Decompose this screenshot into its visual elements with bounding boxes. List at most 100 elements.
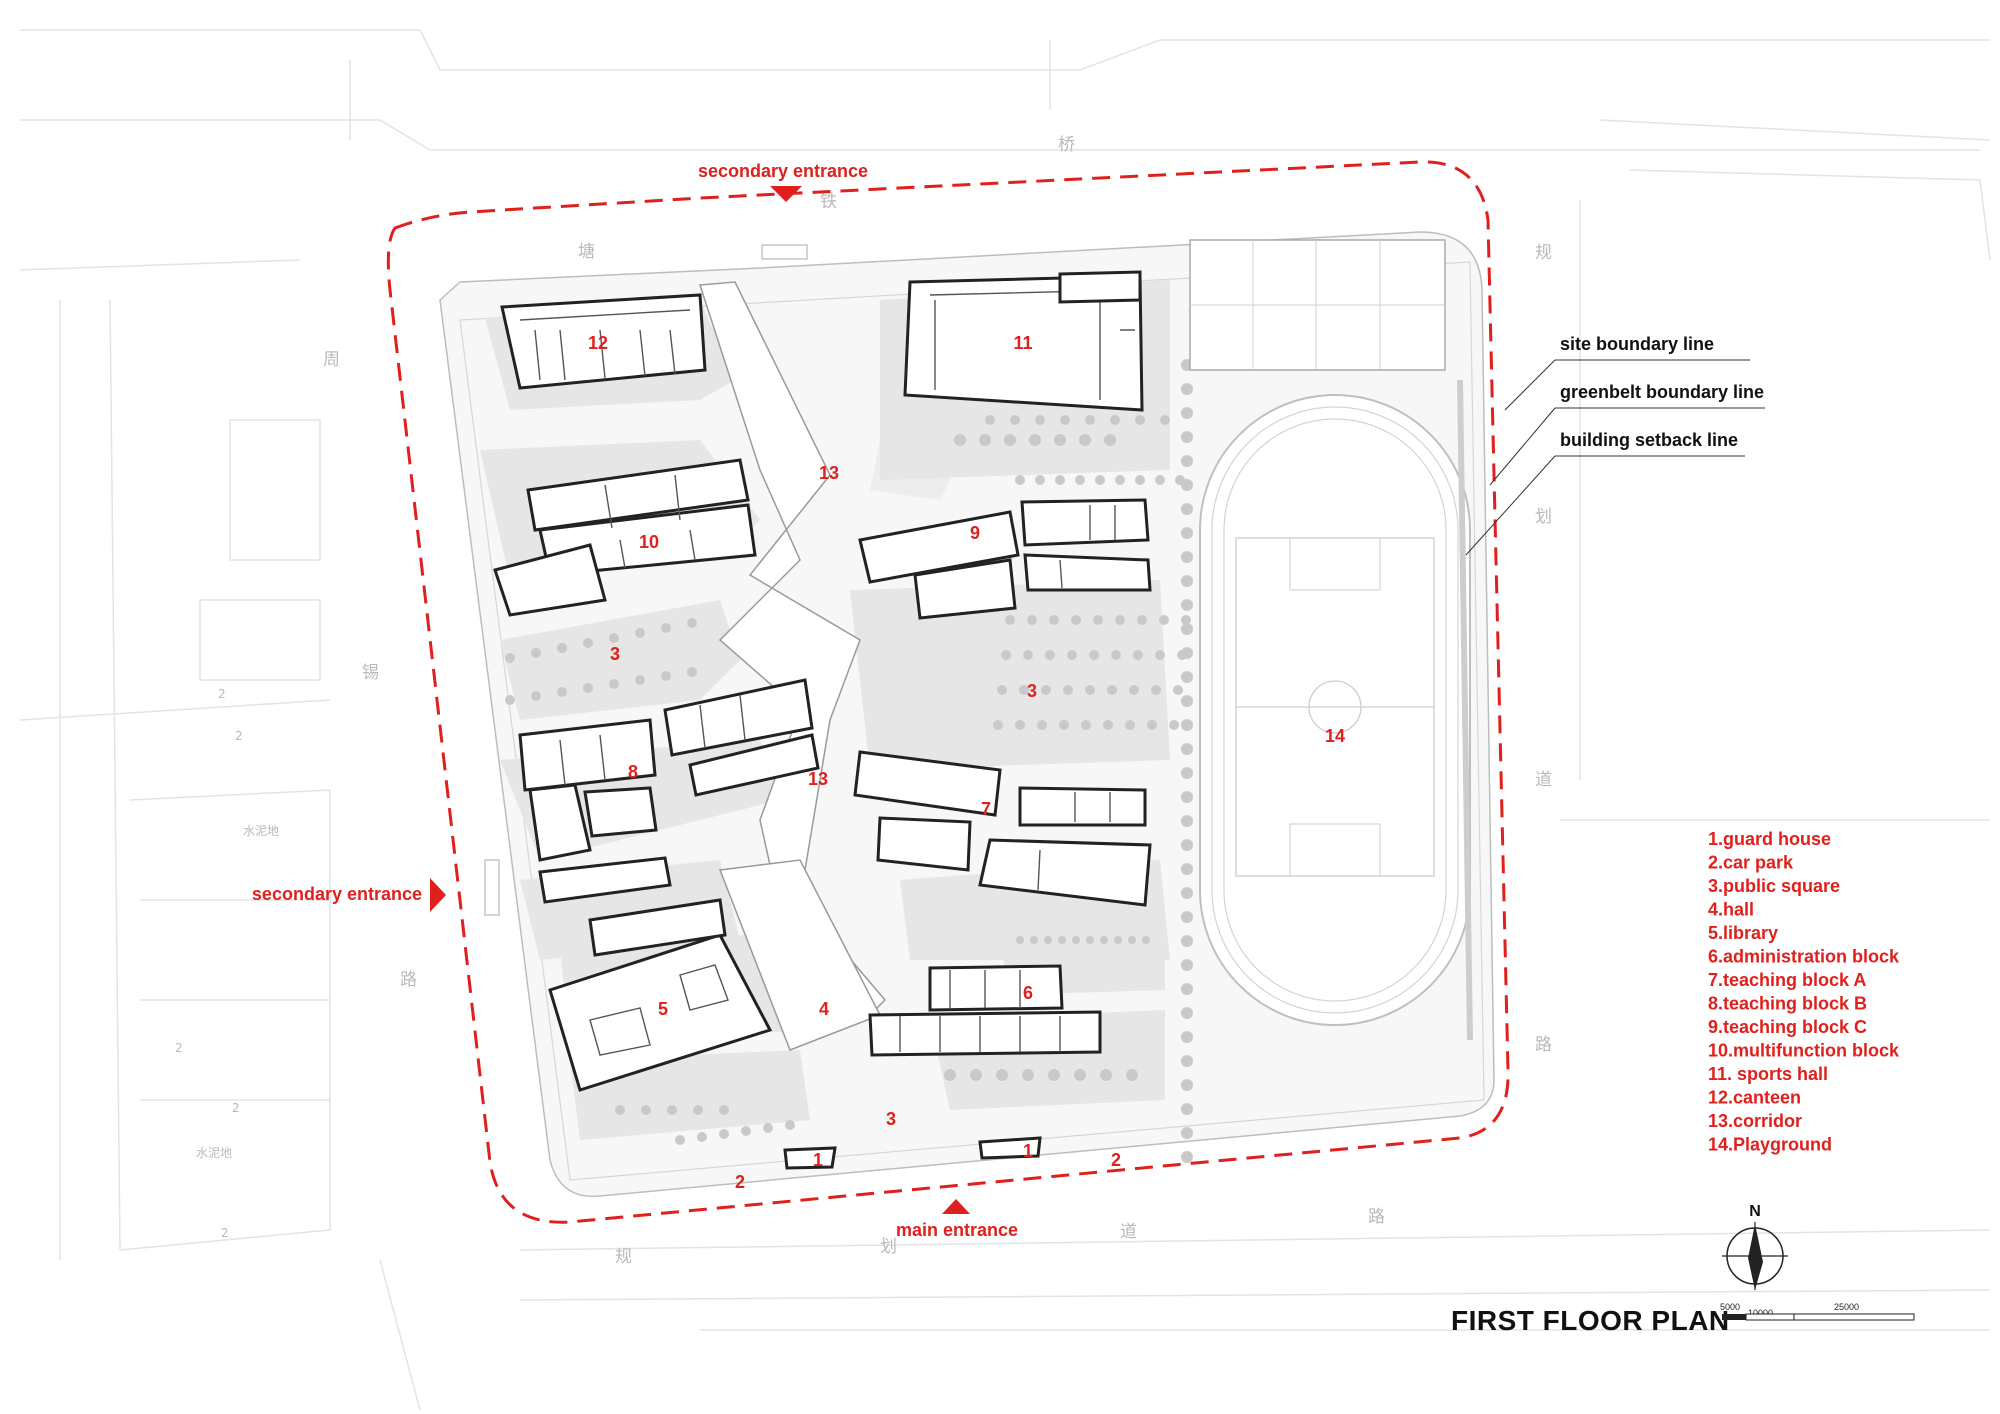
tree-dot xyxy=(609,633,619,643)
scale-bar: 5000 10000 25000 xyxy=(1720,1302,1915,1321)
tree-dot xyxy=(1181,1055,1193,1067)
tree-dot xyxy=(993,720,1003,730)
building-10-multifunction xyxy=(493,458,757,617)
svg-text:25000: 25000 xyxy=(1834,1302,1859,1312)
tree-dot xyxy=(1074,1069,1086,1081)
tree-dot xyxy=(1181,791,1193,803)
tree-dot xyxy=(1128,936,1136,944)
tree-dot xyxy=(1063,685,1073,695)
svg-text:划: 划 xyxy=(1535,507,1552,527)
tree-dot xyxy=(1085,685,1095,695)
tree-dot xyxy=(1181,503,1193,515)
svg-text:规: 规 xyxy=(1535,243,1552,263)
svg-text:2: 2 xyxy=(235,729,243,743)
svg-text:铁: 铁 xyxy=(820,192,837,212)
tree-dot xyxy=(1147,720,1157,730)
number-9: 9 xyxy=(970,523,980,543)
tree-dot xyxy=(1181,671,1193,683)
tree-dot xyxy=(1181,527,1193,539)
tree-dot xyxy=(1126,1069,1138,1081)
svg-text:路: 路 xyxy=(1368,1207,1385,1227)
tree-dot xyxy=(741,1126,751,1136)
tree-dot xyxy=(1022,1069,1034,1081)
tree-dot xyxy=(1142,936,1150,944)
tree-dot xyxy=(1104,434,1116,446)
tree-dot xyxy=(531,691,541,701)
svg-text:桥: 桥 xyxy=(1058,135,1075,155)
number-8: 8 xyxy=(628,762,638,782)
tree-dot xyxy=(1129,685,1139,695)
building-6-administration xyxy=(868,964,1102,1057)
tree-dot xyxy=(1181,551,1193,563)
number-4: 4 xyxy=(819,999,829,1019)
tree-dot xyxy=(1181,1007,1193,1019)
entrance-secondary-top: secondary entrance xyxy=(698,161,868,202)
svg-text:2: 2 xyxy=(175,1041,183,1055)
number-2-right: 2 xyxy=(1111,1150,1121,1170)
tree-dot xyxy=(1037,720,1047,730)
tree-dot xyxy=(1181,767,1193,779)
tree-dot xyxy=(661,623,671,633)
tree-dot xyxy=(1181,1127,1193,1139)
tree-dot xyxy=(1054,434,1066,446)
legend-item: 9.teaching block C xyxy=(1708,1017,1867,1037)
svg-text:道: 道 xyxy=(1120,1222,1137,1242)
boundary-callouts: site boundary line greenbelt boundary li… xyxy=(1465,334,1765,556)
tree-dot xyxy=(1029,434,1041,446)
tree-dot xyxy=(1175,475,1185,485)
entrance-arrow-right-icon xyxy=(430,878,446,912)
tree-dot xyxy=(1181,839,1193,851)
legend-item: 12.canteen xyxy=(1708,1088,1801,1108)
tree-dot xyxy=(557,687,567,697)
tree-dot xyxy=(1001,650,1011,660)
tree-dot xyxy=(1159,615,1169,625)
tree-dot xyxy=(1173,685,1183,695)
tree-dot xyxy=(1181,743,1193,755)
tree-dot xyxy=(1115,615,1125,625)
tree-dot xyxy=(1058,936,1066,944)
number-2-left: 2 xyxy=(735,1172,745,1192)
building-9-teaching-c xyxy=(858,498,1152,620)
svg-text:2: 2 xyxy=(218,687,226,701)
tree-dot xyxy=(1027,615,1037,625)
tree-dot xyxy=(1177,650,1187,660)
tree-dot xyxy=(583,683,593,693)
tree-dot xyxy=(1181,815,1193,827)
legend-item: 6.administration block xyxy=(1708,947,1900,967)
tree-dot xyxy=(1181,887,1193,899)
tree-dot xyxy=(693,1105,703,1115)
tree-dot xyxy=(1155,475,1165,485)
tree-dot xyxy=(661,671,671,681)
tree-dot xyxy=(944,1069,956,1081)
building-7-teaching-a xyxy=(853,750,1152,907)
svg-text:路: 路 xyxy=(1535,1035,1552,1055)
legend-item: 5.library xyxy=(1708,923,1778,943)
tree-dot xyxy=(1111,650,1121,660)
tree-dots xyxy=(505,359,1193,1163)
tree-dot xyxy=(1085,415,1095,425)
tree-dot xyxy=(1181,695,1193,707)
tree-dot xyxy=(1181,407,1193,419)
guard-houses xyxy=(783,1136,1042,1170)
tree-dot xyxy=(687,618,697,628)
entrance-arrow-up-icon xyxy=(942,1199,970,1214)
number-10: 10 xyxy=(639,532,659,552)
tree-dot xyxy=(1093,615,1103,625)
tree-dot xyxy=(1135,415,1145,425)
number-1-left: 1 xyxy=(813,1150,823,1170)
number-11: 11 xyxy=(1013,333,1032,353)
tree-dot xyxy=(1181,1103,1193,1115)
tree-dot xyxy=(1081,720,1091,730)
tree-dot xyxy=(1059,720,1069,730)
tree-dot xyxy=(1125,720,1135,730)
tree-dot xyxy=(1181,935,1193,947)
page-title: FIRST FLOOR PLAN xyxy=(1451,1305,1730,1336)
number-12: 12 xyxy=(588,333,608,353)
svg-text:划: 划 xyxy=(880,1237,897,1257)
tree-dot xyxy=(615,1105,625,1115)
north-label: N xyxy=(1749,1203,1761,1220)
tree-dot xyxy=(1019,685,1029,695)
tree-dot xyxy=(1107,685,1117,695)
tree-dot xyxy=(1135,475,1145,485)
tree-dot xyxy=(1103,720,1113,730)
